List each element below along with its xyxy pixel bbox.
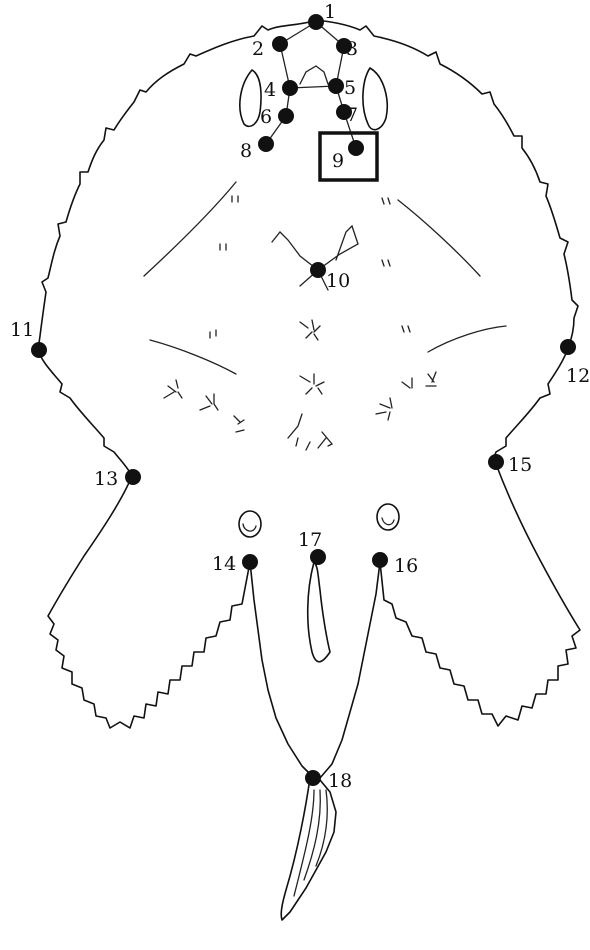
landmark-9: 9 xyxy=(332,140,364,172)
denticles xyxy=(164,196,436,450)
landmark-14-label: 14 xyxy=(212,553,236,575)
landmark-15-label: 15 xyxy=(508,454,532,476)
landmark-4: 4 xyxy=(264,79,298,101)
landmark-6: 6 xyxy=(260,106,294,128)
body-outline xyxy=(38,20,316,728)
left-eye xyxy=(240,70,261,126)
landmark-17-label: 17 xyxy=(298,529,322,551)
landmark-13-label: 13 xyxy=(94,468,118,490)
tail-outline xyxy=(250,562,380,778)
landmark-12: 12 xyxy=(560,339,590,387)
landmark-7-label: 7 xyxy=(346,104,358,126)
landmark-3: 3 xyxy=(336,38,358,60)
tail-fin xyxy=(281,778,336,920)
landmark-18: 18 xyxy=(305,770,352,792)
landmark-9-highlight-box xyxy=(320,133,377,180)
landmark-1-label: 1 xyxy=(324,1,336,23)
landmark-15: 15 xyxy=(488,454,532,476)
landmark-2-label: 2 xyxy=(252,38,264,60)
landmark-6-label: 6 xyxy=(260,106,272,128)
landmark-16-label: 16 xyxy=(394,555,418,577)
landmark-3-label: 3 xyxy=(346,38,358,60)
landmark-10: 10 xyxy=(310,262,350,292)
landmark-10-label: 10 xyxy=(326,270,350,292)
landmark-8: 8 xyxy=(240,136,274,162)
ridge-lower-right xyxy=(428,326,506,352)
landmark-7: 7 xyxy=(336,104,358,126)
landmark-5: 5 xyxy=(328,77,356,99)
landmark-4-label: 4 xyxy=(264,79,276,101)
ridge-lower-left xyxy=(150,340,236,374)
left-spiracle xyxy=(239,511,261,537)
clasper-shape xyxy=(308,562,330,662)
landmark-17: 17 xyxy=(298,529,326,565)
landmark-5-label: 5 xyxy=(344,77,356,99)
landmark-13: 13 xyxy=(94,468,141,490)
ridge-upper-right xyxy=(398,200,480,276)
right-eye xyxy=(363,68,387,130)
landmark-18-label: 18 xyxy=(328,770,352,792)
left-spiracle-inner xyxy=(243,524,256,531)
landmark-1: 1 xyxy=(308,1,336,30)
landmark-8-label: 8 xyxy=(240,140,252,162)
ridge-upper-left xyxy=(144,182,236,276)
right-spiracle-inner xyxy=(382,518,394,525)
landmark-11-label: 11 xyxy=(10,319,34,341)
landmark-9-label: 9 xyxy=(332,150,344,172)
landmark-12-label: 12 xyxy=(566,365,590,387)
right-spiracle xyxy=(377,504,399,530)
